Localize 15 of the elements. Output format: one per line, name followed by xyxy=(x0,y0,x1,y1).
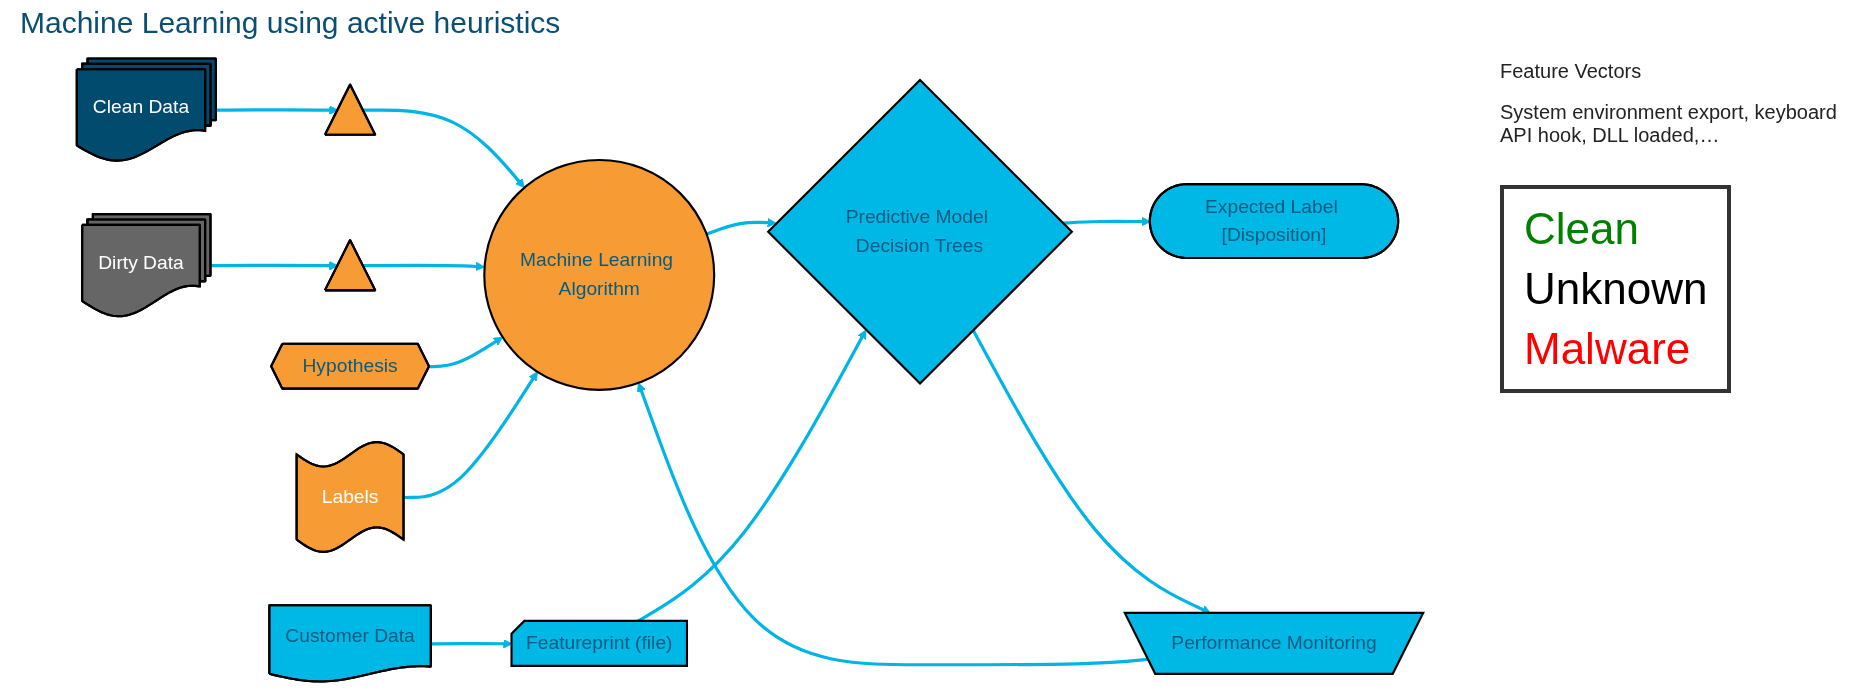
arrow xyxy=(429,336,504,369)
note-text: System environment export, keyboard API hook, DLL loaded,… xyxy=(1500,101,1838,147)
arrow xyxy=(216,105,339,115)
arrow xyxy=(363,108,525,189)
node-circle: Machine Learning Algorithm xyxy=(483,158,716,391)
node-diamond: Predictive Model Decision Trees xyxy=(766,78,1074,386)
note-text: Feature Vectors xyxy=(1500,60,1643,83)
legend-entry: Unknown xyxy=(1524,263,1708,315)
arrow xyxy=(637,382,1149,667)
legend-entry: Malware xyxy=(1524,323,1692,375)
arrow xyxy=(706,218,777,236)
arrow xyxy=(363,261,485,272)
legend-entry: Clean xyxy=(1524,203,1640,255)
title: Machine Learning using active heuristics xyxy=(20,6,561,40)
arrow xyxy=(404,371,538,500)
